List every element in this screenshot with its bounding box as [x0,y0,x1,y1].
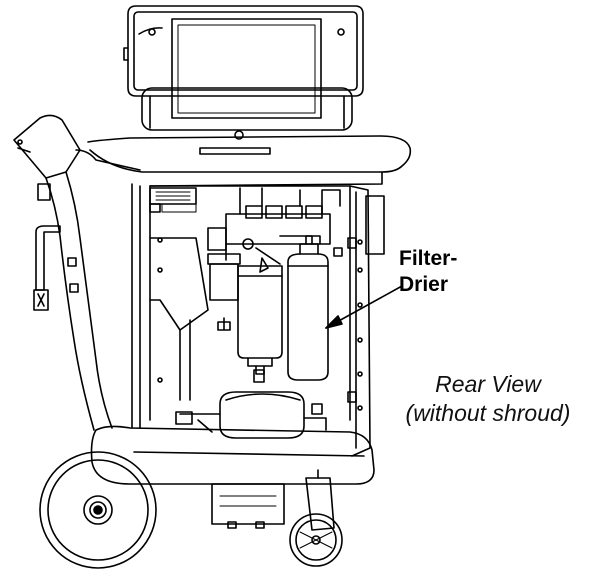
base-platform [90,425,375,529]
separator-canister [237,265,283,383]
filter-drier-label-line1: Filter- [399,247,458,270]
filter-drier-callout-arrow [325,285,403,329]
rear-wheel [39,451,157,569]
label-plate [149,187,197,213]
left-handle [13,114,113,431]
view-caption: Rear View (without shroud) [398,370,578,428]
view-caption-line2: (without shroud) [405,400,571,426]
internal-plumbing [149,187,343,401]
monitor-assembly [123,5,364,155]
view-caption-line1: Rear View [435,371,541,397]
filter-drier-canister [287,235,329,381]
filter-drier-label-line2: Drier [399,273,449,296]
front-caster [289,469,343,567]
upper-body [75,135,412,187]
cabinet-frame [131,183,385,457]
filter-drier-label: Filter- Drier [399,246,457,298]
